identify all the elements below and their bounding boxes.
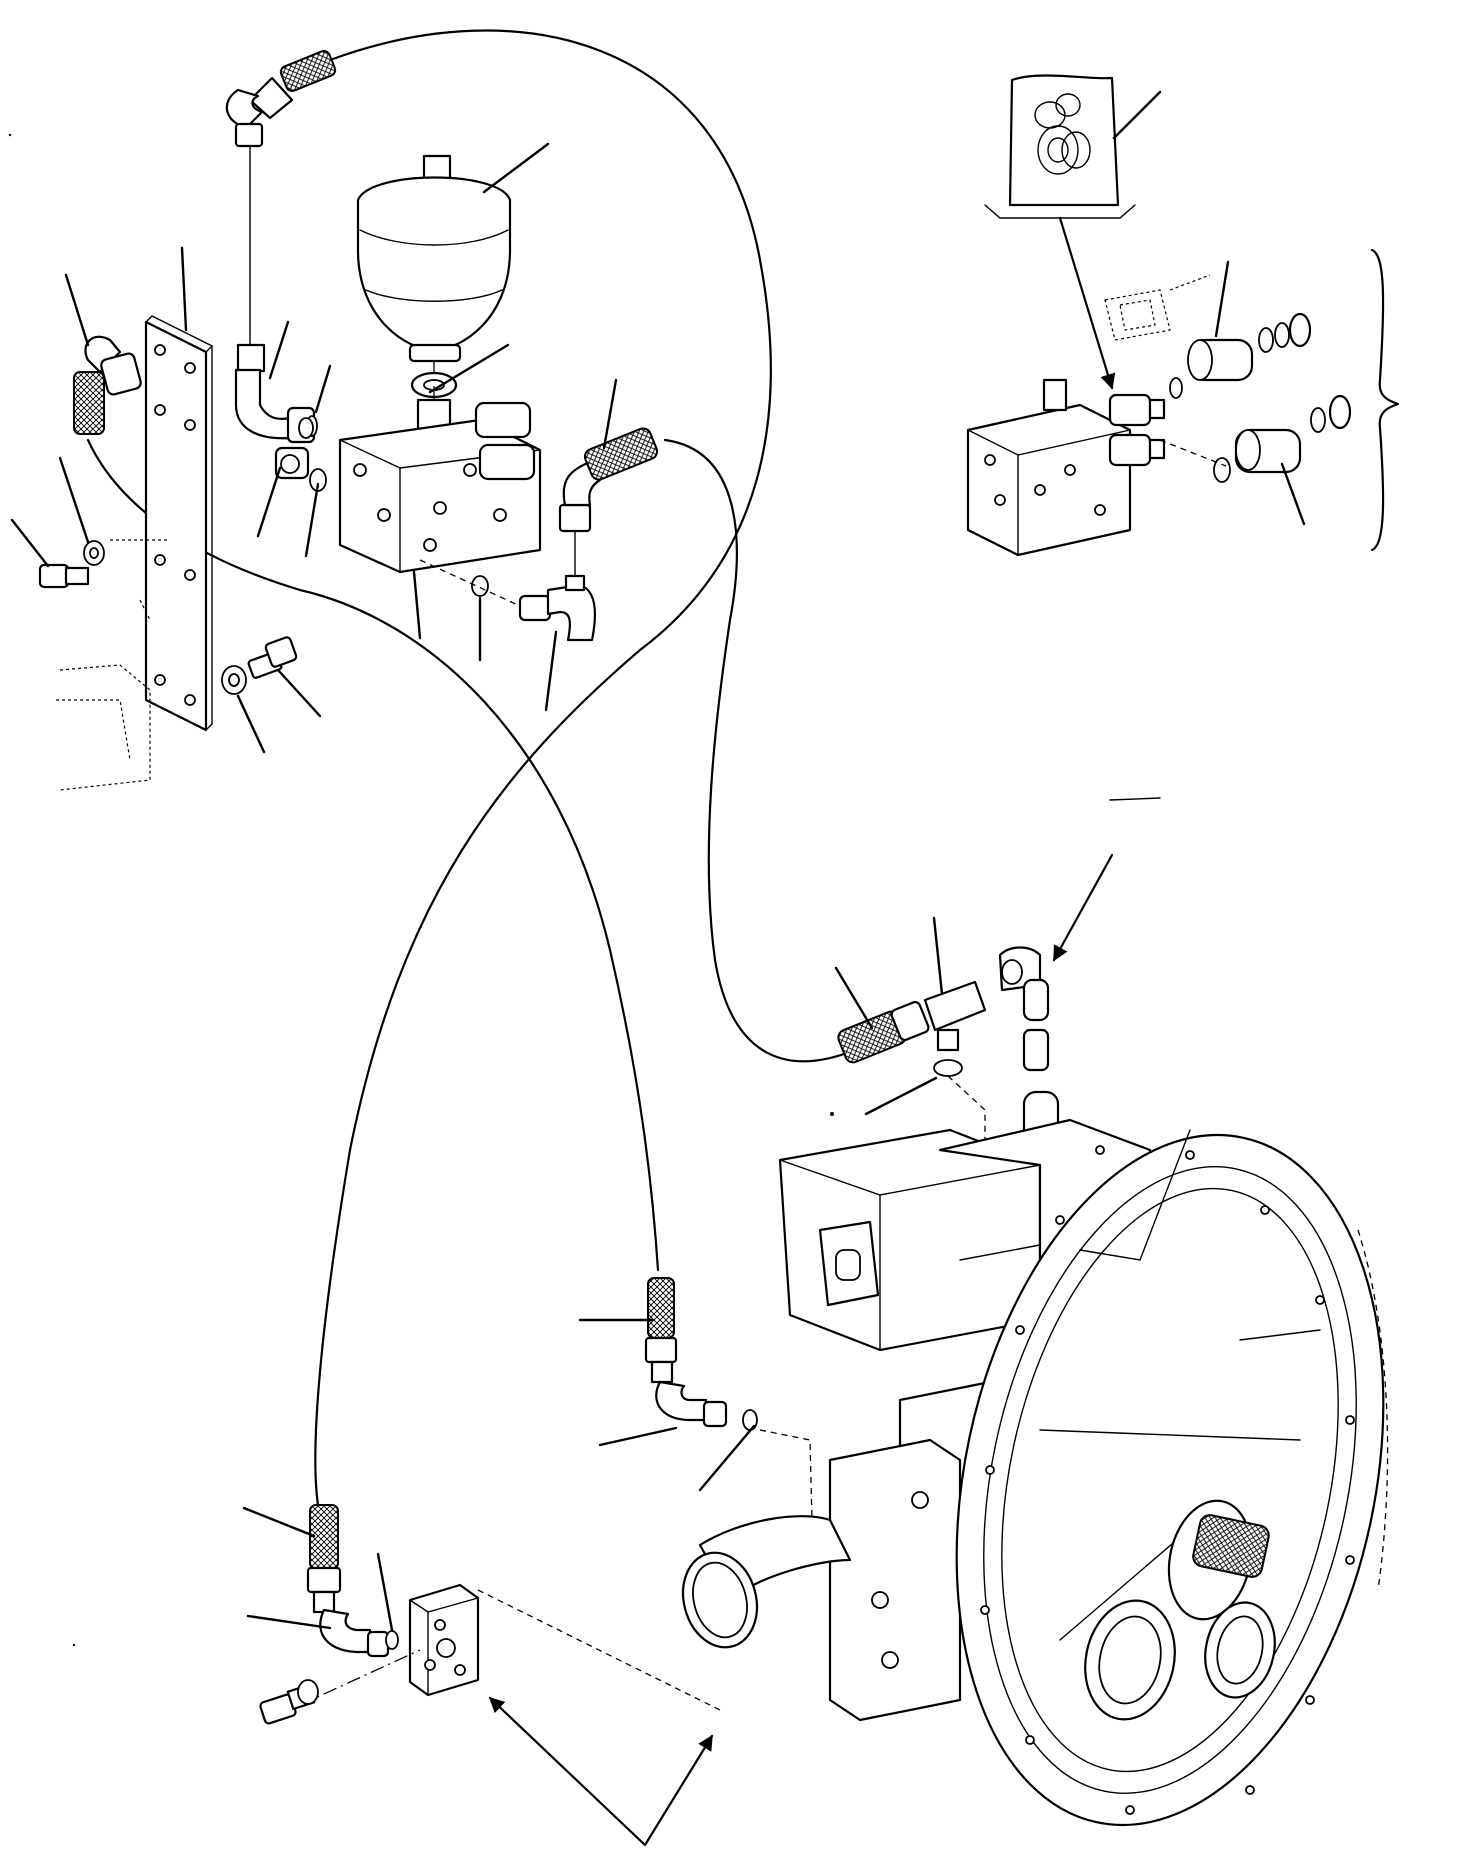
frame-ghost [56,539,170,791]
accumulator [356,154,512,420]
fitting-mid-left [274,446,327,492]
oring-upper [298,417,314,439]
callout-leaders [10,90,1306,1632]
flywheel-housing [955,1129,1389,1827]
inset-valve-assembly [966,248,1400,557]
hose-upper [314,29,772,1507]
hose-upper-end-fitting [225,50,337,346]
hydraulic-pump [681,1118,1152,1722]
pointer-arrows [488,1696,714,1847]
tee-fitting [837,853,1114,1150]
valve-block [338,398,542,574]
mounting-plate [144,315,214,732]
fitting-lower-left [306,1504,399,1658]
elbow-left [73,335,142,435]
bolt-left [38,540,105,589]
bolt-bottom [259,1679,319,1725]
elbow-right-valve [419,427,659,642]
hose-right [663,438,857,1063]
fitting-lower-mid [644,1277,860,1521]
connector-block [299,1583,721,1711]
seal-kit [984,74,1136,390]
bolt-lower [221,636,298,695]
stray-marks [8,133,1161,1647]
